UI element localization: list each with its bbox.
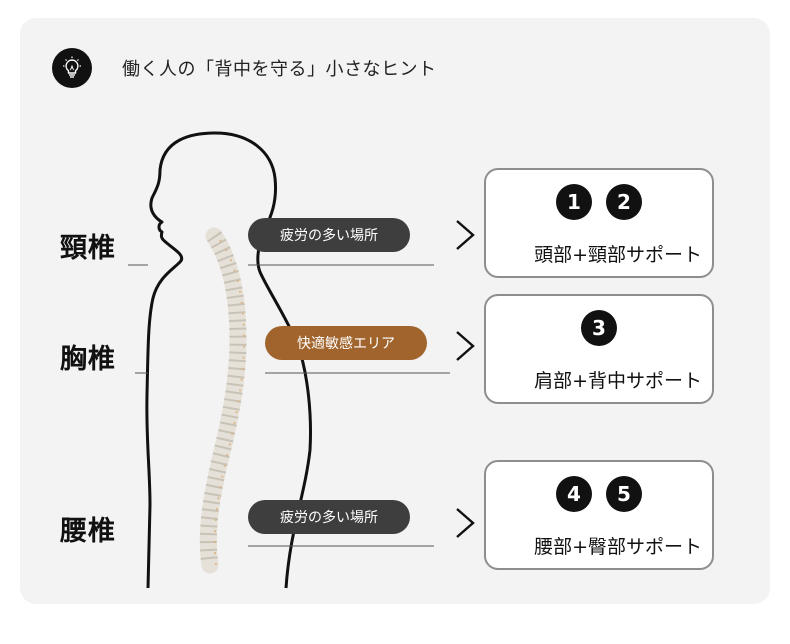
support-box-shoulder-back: 3 肩部+背中サポート: [484, 294, 714, 404]
spine-illustration: [199, 227, 247, 574]
number-badge: 2: [606, 184, 642, 220]
lightbulb-icon: [52, 48, 92, 88]
number-badge: 3: [581, 310, 617, 346]
label-thoracic: 胸椎: [60, 344, 116, 375]
number-badge: 4: [556, 476, 592, 512]
support-box-waist-hip: 4 5 腰部+臀部サポート: [484, 460, 714, 570]
label-cervical: 頸椎: [60, 233, 116, 264]
number-badge: 1: [556, 184, 592, 220]
chevron-right-icon: [456, 331, 475, 361]
support-label: 肩部+背中サポート: [534, 370, 702, 392]
chevron-right-icon: [456, 508, 475, 538]
label-lumbar: 腰椎: [60, 516, 116, 547]
support-box-head-neck: 1 2 頭部+頸部サポート: [484, 168, 714, 278]
page-title: 働く人の「背中を守る」小さなヒント: [122, 59, 437, 80]
number-badge: 5: [606, 476, 642, 512]
tag-fatigue-area: 疲労の多い場所: [248, 218, 410, 252]
chevron-right-icon: [456, 220, 475, 250]
tag-sensitive-area: 快適敏感エリア: [265, 326, 427, 360]
header: 働く人の「背中を守る」小さなヒント: [52, 48, 437, 88]
tag-fatigue-area: 疲労の多い場所: [248, 500, 410, 534]
support-label: 腰部+臀部サポート: [534, 536, 702, 558]
support-label: 頭部+頸部サポート: [534, 244, 702, 266]
